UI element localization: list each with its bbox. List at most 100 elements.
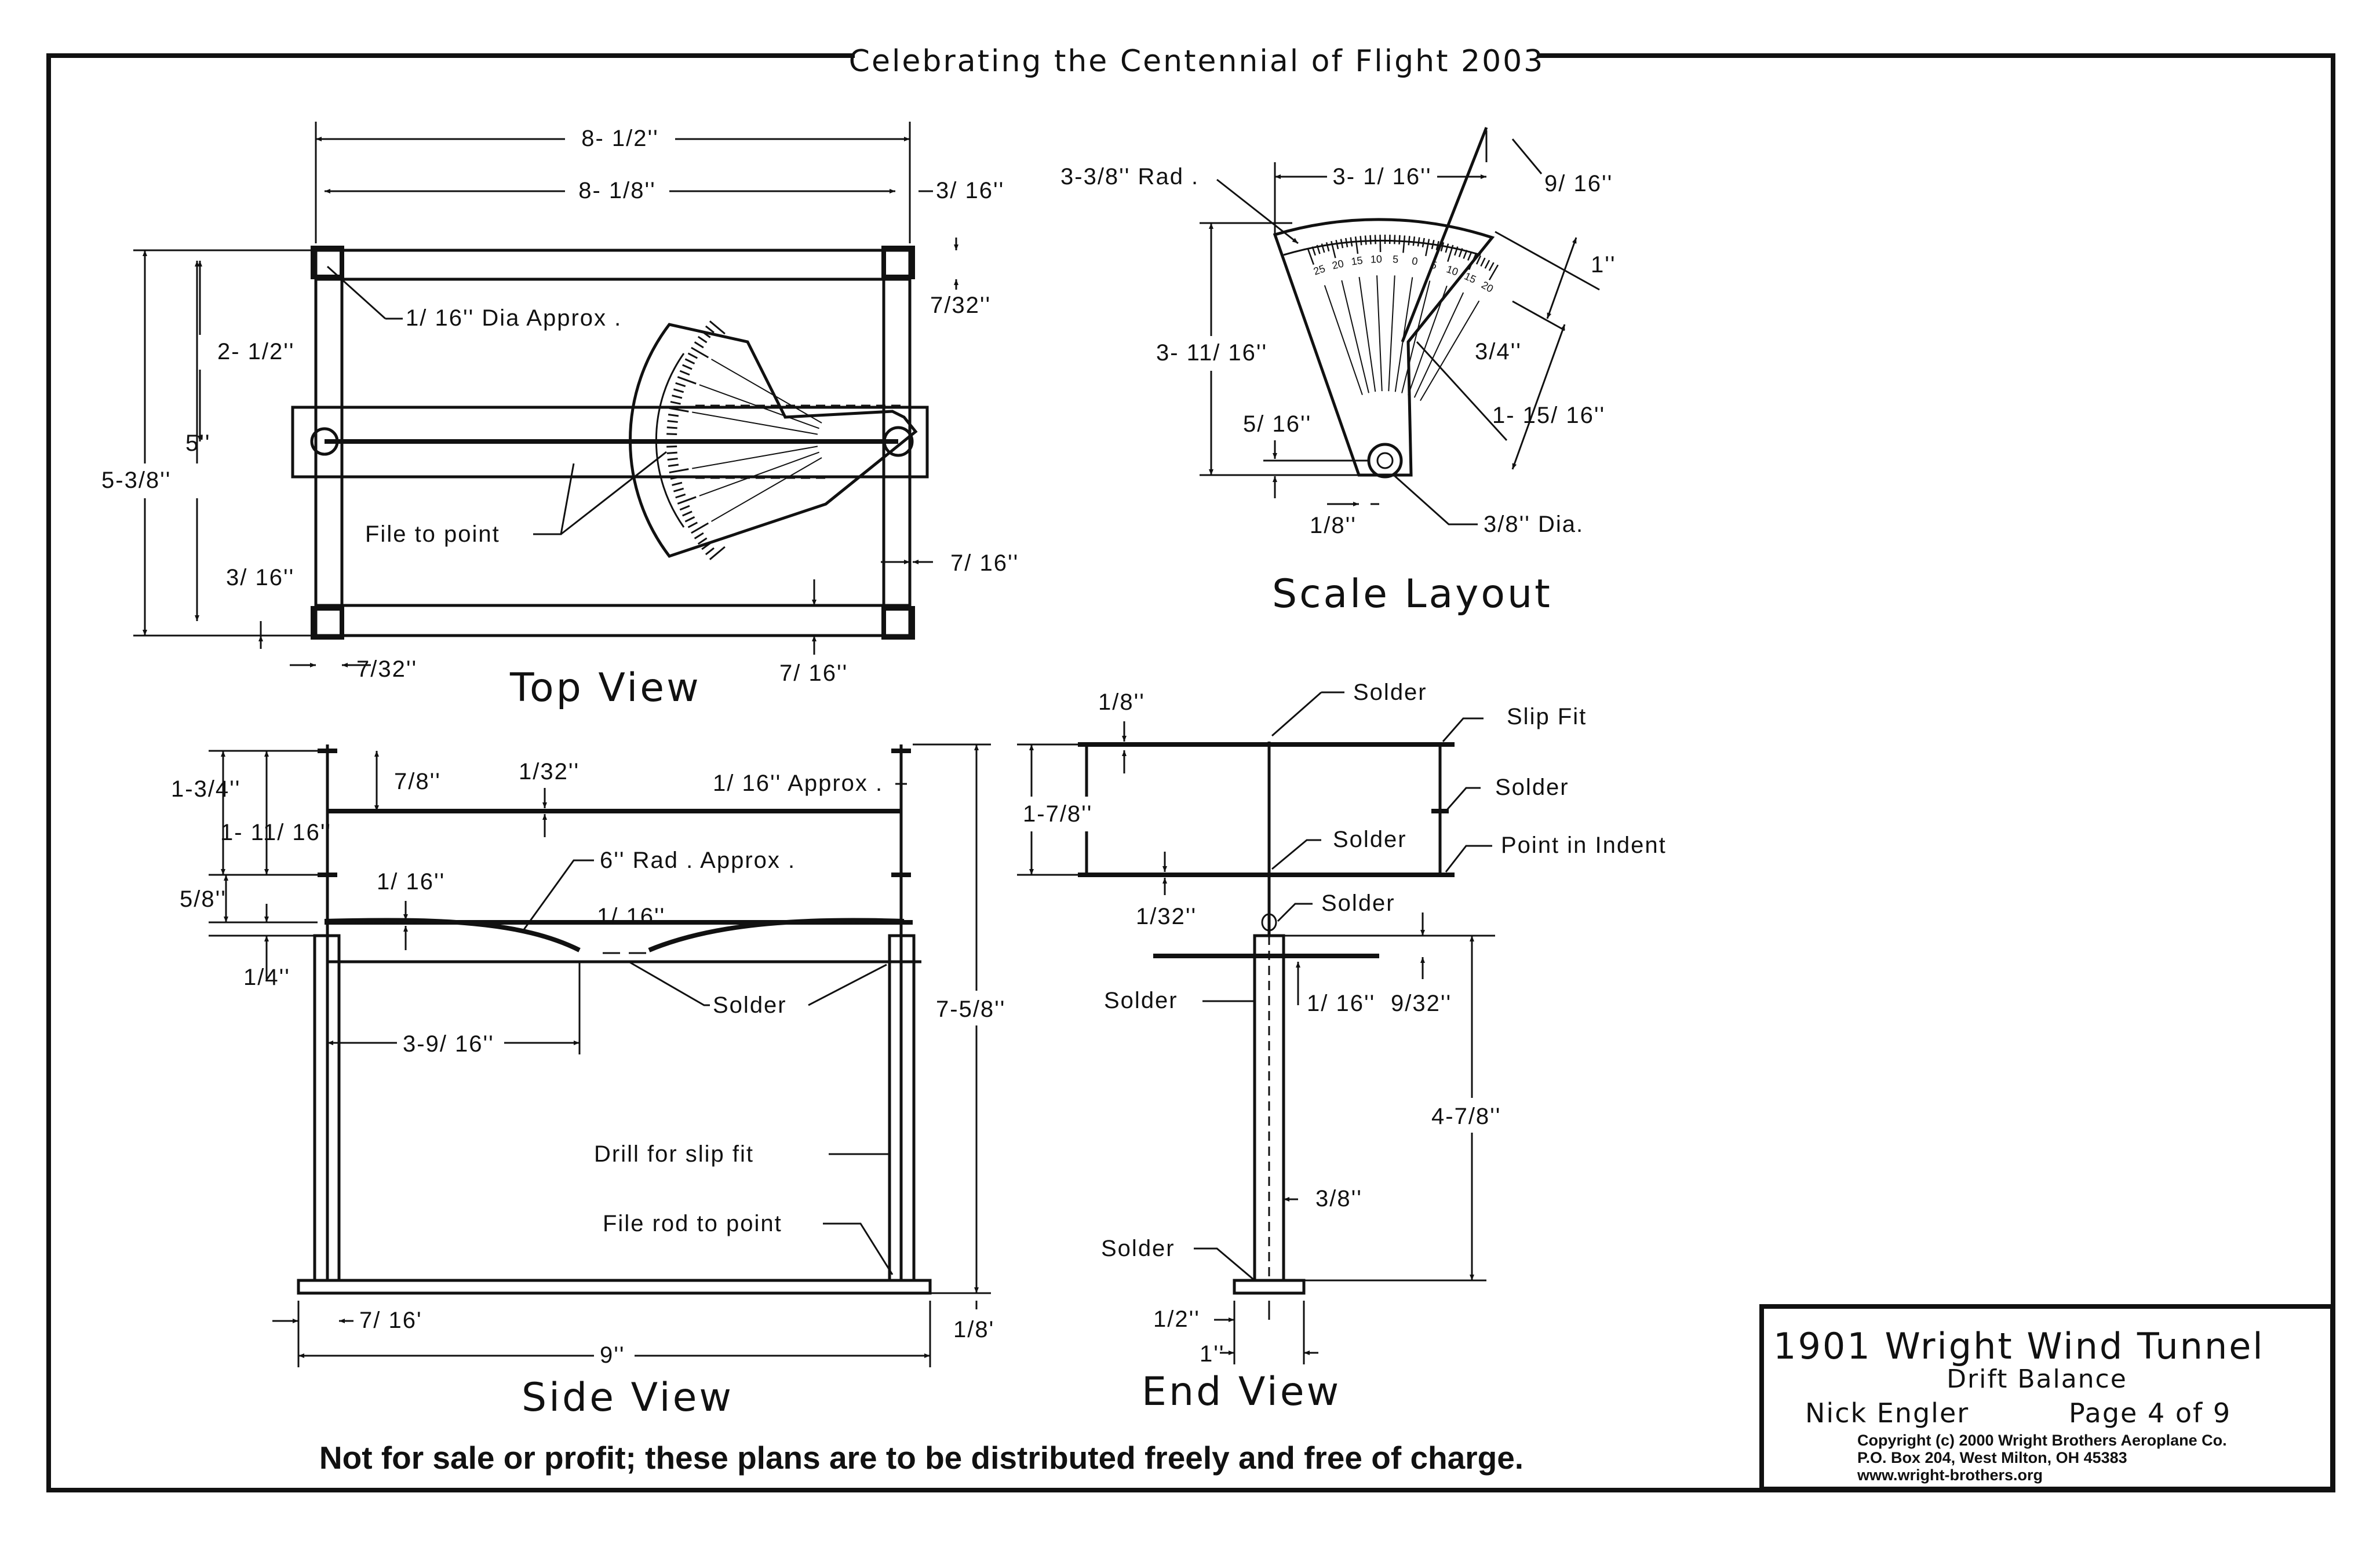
note-point-in-indent: Point in Indent (1501, 833, 1667, 858)
scale-tick (1412, 236, 1416, 246)
protractor-tick (669, 468, 689, 474)
dim-overall-width: 8- 1/2'' (581, 126, 659, 151)
protractor-tick (675, 382, 686, 388)
protractor-tick (682, 510, 693, 517)
scale-tick (1488, 262, 1495, 271)
dim-side-1-4: 1/4'' (243, 965, 290, 990)
scale-tick-label: 0 (1411, 255, 1419, 267)
protractor-tick (667, 420, 678, 423)
protractor-tick (705, 547, 715, 556)
scale-tick-label: 25 (1312, 262, 1326, 277)
protractor-tick (701, 330, 711, 338)
side-wing-right (648, 918, 905, 952)
dim-scale-pivot-offset: 5/ 16'' (1243, 411, 1311, 437)
protractor-ticks (666, 320, 822, 560)
dim-end-3-8: 3/8'' (1315, 1186, 1362, 1211)
scale-tick (1316, 244, 1321, 254)
note-end-solder-top: Solder (1353, 680, 1427, 705)
pivot-left (310, 427, 339, 456)
dim-side-1-32: 1/32'' (519, 759, 579, 784)
protractor-tick (677, 376, 697, 385)
scale-tick (1364, 235, 1367, 245)
scale-tick (1402, 235, 1406, 253)
scale-tick (1335, 239, 1339, 250)
protractor-tick (684, 516, 695, 523)
dim-scale-right-1: 1'' (1591, 252, 1616, 278)
scale-tick (1374, 235, 1376, 244)
dim-side-116-b: 1/ 16'' (597, 904, 665, 929)
note-end-solder-low: Solder (1321, 890, 1395, 916)
scale-tick (1480, 257, 1486, 267)
dim-side-3-916: 3-9/ 16'' (403, 1031, 494, 1057)
protractor-tick (679, 370, 690, 376)
side-wing-left (324, 918, 581, 952)
dim-end-1-16: 1/ 16'' (1307, 991, 1375, 1016)
protractor-tick (694, 532, 704, 539)
protractor-tick (694, 341, 704, 349)
scale-tick (1440, 242, 1445, 252)
dim-end-4-78: 4-7/8'' (1431, 1104, 1501, 1129)
scale-tick (1447, 244, 1454, 262)
scale-tick (1417, 237, 1420, 247)
dim-outer-height: 5-3/8'' (101, 468, 171, 493)
dim-side-1-1116: 1- 11/ 16'' (220, 820, 331, 845)
protractor-tick (697, 335, 708, 344)
scale-tick (1435, 240, 1439, 251)
dim-scale-right-115: 1- 15/ 16'' (1492, 403, 1605, 428)
note-end-slip-fit: Slip Fit (1507, 704, 1587, 729)
scale-tick (1321, 243, 1325, 253)
protractor-ray (711, 457, 822, 522)
end-base (1233, 1279, 1306, 1295)
scale-ray (1324, 285, 1363, 395)
note-file-rod: File rod to point (603, 1211, 782, 1236)
protractor-tick (673, 487, 684, 492)
scale-ray (1420, 300, 1480, 401)
sheet-border (46, 53, 2335, 1492)
dim-side-7-16: 7/ 16' (359, 1308, 422, 1333)
protractor-tick (668, 463, 679, 468)
dim-end-9-32: 9/32'' (1391, 991, 1452, 1016)
scale-tick (1307, 248, 1315, 265)
protractor-tick (687, 352, 698, 359)
scale-ray (1376, 275, 1383, 392)
protractor-tick (679, 505, 690, 511)
title-block-page: Page 4 of 9 (2069, 1397, 2231, 1429)
protractor-tick (709, 546, 726, 560)
dim-side-116-approx: 1/ 16'' Approx . (713, 771, 883, 796)
scale-tick (1340, 239, 1344, 249)
scale-ray (1408, 286, 1448, 396)
protractor-tick (691, 346, 709, 359)
dim-inner-width: 8- 1/8'' (578, 178, 656, 203)
protractor-tick (672, 395, 683, 399)
dim-side-1-34: 1-3/4'' (171, 776, 240, 802)
title-block-address: P.O. Box 204, West Milton, OH 45383 (1857, 1449, 2127, 1466)
dim-side-9: 9'' (600, 1342, 625, 1368)
scale-tick (1360, 236, 1362, 246)
protractor-tick (670, 476, 681, 480)
dim-scale-radius: 3-3/8'' Rad . (1060, 164, 1199, 189)
dim-scale-height: 3- 11/ 16'' (1156, 340, 1267, 366)
top-view: 8- 1/2'' 8- 1/8'' 3/ 16'' 7/32'' 1/ 16''… (99, 122, 1018, 711)
dim-end-1-32: 1/32'' (1136, 904, 1197, 929)
protractor-tick (675, 493, 686, 499)
scale-tick-label: 20 (1331, 258, 1345, 272)
dim-hole-note: 1/ 16'' Dia Approx . (406, 305, 622, 331)
dim-height: 5'' (185, 430, 211, 456)
note-drill-slip-fit: Drill for slip fit (594, 1141, 754, 1167)
title-block-subtitle: Drift Balance (1947, 1364, 2127, 1394)
scale-ray (1388, 275, 1395, 392)
dim-end-1-2: 1/2'' (1153, 1306, 1200, 1332)
protractor-tick (666, 451, 677, 454)
note-end-solder-mid: Solder (1333, 827, 1407, 852)
dim-scale-top-width: 3- 1/ 16'' (1333, 164, 1432, 189)
scale-tick (1331, 240, 1336, 258)
protractor-tick (701, 542, 711, 550)
protractor-tick (709, 320, 726, 335)
protractor-tick (667, 458, 678, 461)
dim-right-gap: 7/32'' (930, 293, 991, 318)
pivot-right (883, 426, 914, 457)
protractor-ray (692, 411, 818, 435)
title-block: 1901 Wright Wind Tunnel Drift Balance Ni… (1759, 1304, 2335, 1491)
dim-end-1-78: 1-7/8'' (1023, 801, 1092, 827)
